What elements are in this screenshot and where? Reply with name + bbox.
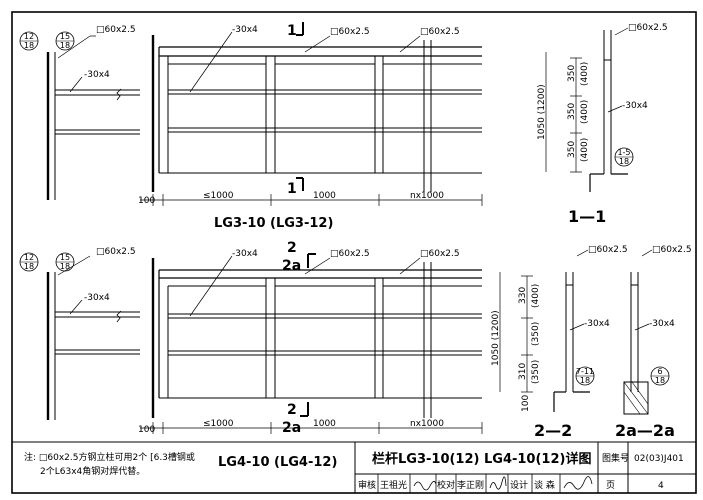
atlas-label: 图集号	[602, 452, 629, 464]
ref-18b-top: 18	[60, 41, 70, 50]
label-60x25-bottom-side: □60x2.5	[96, 247, 136, 257]
dim-350-c: 350	[567, 141, 577, 158]
bottom-side-view: □60x2.5 -30x4 12 18 15 18	[19, 247, 140, 420]
cut-2-bottom: 2	[287, 402, 297, 418]
design-label: 设计	[510, 479, 528, 491]
dim-400p-a: (400)	[580, 62, 590, 86]
dim-400p-b: (400)	[580, 100, 590, 124]
section-2-2: □60x2.5 -30x4 7-11 18 330 (400) (350) 31…	[491, 245, 628, 440]
dim-100-lg3: 100	[138, 196, 155, 206]
designer-name: 谈 森	[534, 479, 555, 491]
label-30x4-s11: -30x4	[622, 101, 648, 111]
dim-400p-d: (400)	[531, 284, 541, 308]
label-60x25-s2a: □60x2.5	[652, 245, 692, 255]
title-lg4: LG4-10 (LG4-12)	[218, 455, 337, 470]
ref-18-s11: 18	[619, 157, 629, 166]
dim-1050-s11: 1050 (1200)	[537, 84, 547, 140]
cut-2-top: 2	[287, 240, 297, 256]
note-line-1: 注: □60x2.5方钢立柱可用2个 [6.3槽钢或	[24, 451, 195, 463]
label-60x25-top-side: □60x2.5	[96, 25, 136, 35]
ref-12-top: 12	[24, 32, 34, 41]
note-line-2: 2个L63x4角钢对焊代替。	[40, 465, 145, 477]
dim-350-a: 350	[567, 65, 577, 82]
checker-signature	[489, 476, 507, 490]
lg3-elevation: -30x4 □60x2.5 □60x2.5 1 1 100 ≤1000 1000…	[138, 22, 483, 231]
designer-signature	[563, 476, 593, 490]
ref-7-11: 7-11	[576, 367, 594, 376]
ref-18b-bottom: 18	[60, 262, 70, 271]
ref-18-s2a: 18	[655, 376, 665, 385]
top-side-view: □60x2.5 -30x4 12 18 15 18	[19, 25, 140, 200]
label-60x25-lg3-a: □60x2.5	[330, 27, 370, 37]
ref-18-top: 18	[24, 41, 34, 50]
reviewer-name: 王祖光	[380, 479, 407, 491]
label-30x4-s2a: -30x4	[649, 319, 675, 329]
review-label: 审核	[358, 479, 376, 491]
dim-le1000-lg4: ≤1000	[203, 419, 234, 429]
dim-100-s22: 100	[521, 395, 531, 412]
ref-6: 6	[657, 367, 662, 376]
label-30x4-bottom-side: -30x4	[84, 293, 110, 303]
dim-310: 310	[518, 363, 528, 380]
dim-le1000-lg3: ≤1000	[203, 191, 234, 201]
ref-15-bottom: 15	[60, 253, 70, 262]
ref-15-top: 15	[60, 32, 70, 41]
label-60x25-s11: □60x2.5	[628, 23, 668, 33]
check-label: 校对	[437, 479, 455, 491]
label-30x4-lg3: -30x4	[232, 25, 258, 35]
reviewer-signature	[413, 481, 437, 491]
break-symbol-top	[116, 88, 122, 101]
break-symbol-bottom	[116, 310, 122, 323]
drawing-title: 栏杆LG3-10(12) LG4-10(12)详图	[372, 451, 591, 467]
title-block: 栏杆LG3-10(12) LG4-10(12)详图 图集号 02(03)J401…	[354, 442, 696, 493]
section-2a-2a: □60x2.5 -30x4 6 18 2a—2a	[615, 245, 692, 440]
dim-100-lg4: 100	[138, 425, 155, 435]
dim-nx1000-lg4: nx1000	[410, 419, 444, 429]
ref-1-5: 1-5	[617, 148, 630, 157]
label-60x25-lg4-a: □60x2.5	[330, 249, 370, 259]
label-60x25-lg4-b: □60x2.5	[420, 249, 460, 259]
dim-350p-a: (350)	[531, 322, 541, 346]
dim-400p-c: (400)	[580, 138, 590, 162]
cut-2a-top: 2a	[282, 258, 301, 274]
page-label: 页	[606, 480, 615, 491]
sheet-frame	[11, 11, 697, 494]
title-section-2a-2a: 2a—2a	[615, 421, 675, 440]
dim-350p-b: (350)	[531, 360, 541, 384]
lg4-elevation: -30x4 □60x2.5 □60x2.5 2 2a 2 2a 100 ≤100…	[138, 240, 483, 436]
label-30x4-lg4: -30x4	[232, 249, 258, 259]
page-number: 4	[658, 481, 664, 491]
cut-1-top: 1	[287, 23, 297, 39]
label-60x25-s22: □60x2.5	[588, 245, 628, 255]
atlas-number: 02(03)J401	[634, 454, 684, 464]
checker-name: 李正刚	[457, 479, 484, 491]
title-lg3: LG3-10 (LG3-12)	[214, 216, 333, 231]
title-section-1-1: 1—1	[568, 207, 606, 226]
cut-1-bottom: 1	[287, 181, 297, 197]
dim-1000-lg3: 1000	[313, 191, 336, 201]
section-1-1: □60x2.5 -30x4 1-5 18 350 (400) 350 (400)…	[537, 23, 668, 226]
dim-1050-s22: 1050 (1200)	[491, 310, 501, 366]
title-section-2-2: 2—2	[534, 421, 572, 440]
ref-18-s22: 18	[580, 376, 590, 385]
ref-12-bottom: 12	[24, 253, 34, 262]
dim-350-b: 350	[567, 103, 577, 120]
label-30x4-s22: -30x4	[584, 319, 610, 329]
dim-330: 330	[518, 287, 528, 304]
dim-nx1000-lg3: nx1000	[410, 191, 444, 201]
label-30x4-top-side: -30x4	[84, 70, 110, 80]
ref-18-bottom: 18	[24, 262, 34, 271]
label-60x25-lg3-b: □60x2.5	[420, 27, 460, 37]
dim-1000-lg4: 1000	[313, 419, 336, 429]
